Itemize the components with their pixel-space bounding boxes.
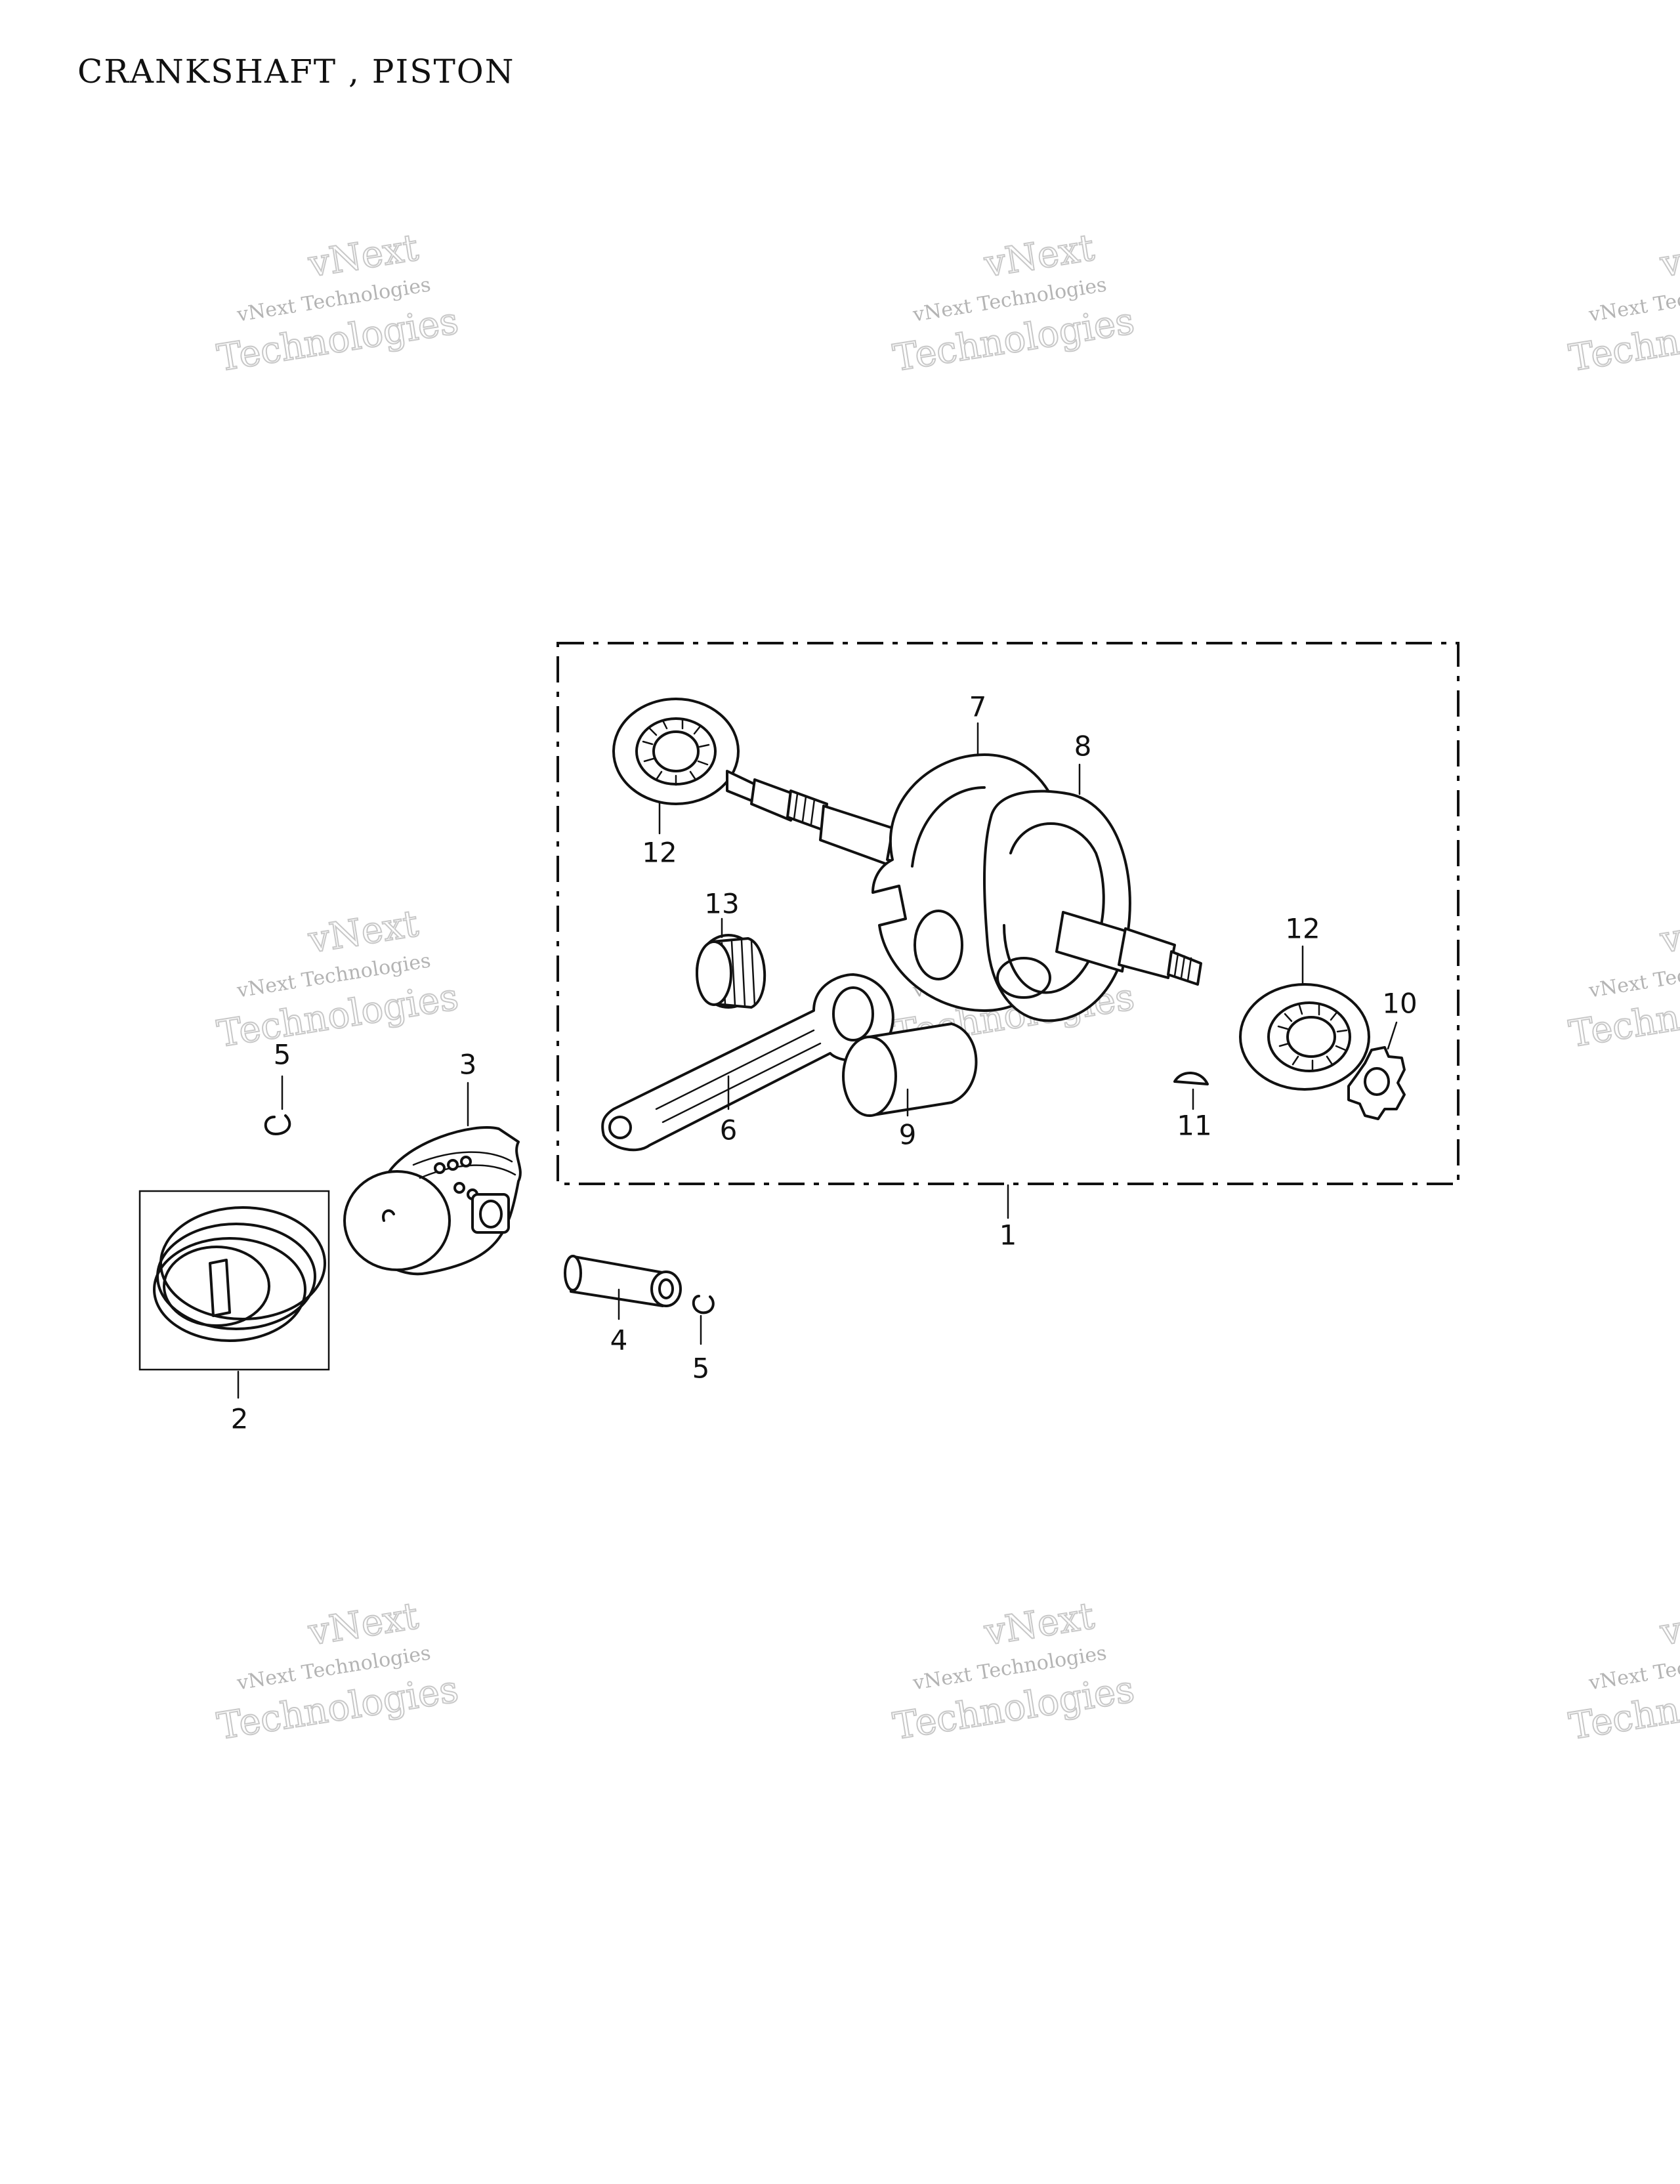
piston-pin-4 — [564, 1255, 682, 1307]
watermark: vNext vNext Technologies Technologies — [1566, 902, 1680, 1057]
woodruff-key-11 — [1173, 1072, 1209, 1085]
watermark: vNext vNext Technologies Technologies — [214, 902, 462, 1057]
callout-7: 7 — [969, 691, 987, 723]
watermark-top: vNext — [1657, 902, 1680, 962]
watermark: vNext vNext Technologies Technologies — [890, 226, 1138, 381]
crankshaft-assembly-box — [556, 642, 1460, 1185]
callout-12-right: 12 — [1285, 913, 1320, 945]
crankshaft-output-shaft — [1055, 911, 1202, 986]
watermark: vNext vNext Technologies Technologies — [1566, 1594, 1680, 1749]
callout-1: 1 — [999, 1219, 1017, 1251]
callout-2: 2 — [231, 1403, 249, 1435]
watermark: vNext vNext Technologies Technologies — [890, 1594, 1138, 1749]
watermark: vNext vNext Technologies Technologies — [214, 226, 462, 381]
watermark: vNext vNext Technologies Technologies — [214, 1594, 462, 1749]
callout-12-left: 12 — [642, 837, 677, 869]
sprocket-10 — [1347, 1046, 1406, 1120]
watermark: vNext vNext Technologies Technologies — [1566, 226, 1680, 381]
callout-5-upper: 5 — [274, 1039, 291, 1071]
crank-web-8 — [983, 789, 1131, 1022]
callout-6: 6 — [720, 1114, 738, 1146]
bearing-left — [612, 698, 740, 805]
callout-9: 9 — [899, 1119, 917, 1151]
piston-rings-box — [138, 1190, 330, 1371]
watermark-top: vNext — [1657, 226, 1680, 286]
circlip-5-lower — [692, 1295, 715, 1314]
crank-pin-face — [996, 957, 1051, 999]
callout-5-lower: 5 — [692, 1353, 710, 1385]
callout-4: 4 — [610, 1324, 628, 1356]
watermark-top: vNext — [1657, 1595, 1680, 1654]
piston-3 — [343, 1126, 522, 1276]
callout-13: 13 — [704, 888, 739, 920]
leader-line-10 — [1387, 1021, 1398, 1050]
circlip-5-upper — [264, 1114, 291, 1135]
callout-3: 3 — [459, 1049, 477, 1081]
callout-8: 8 — [1074, 730, 1092, 763]
page-title: CRANKSHAFT , PISTON — [77, 52, 515, 91]
crank-pin-bore — [914, 910, 963, 980]
crank-pin-9 — [842, 1022, 978, 1117]
bearing-right — [1239, 983, 1370, 1091]
piston-rings-2 — [153, 1206, 326, 1342]
callout-10: 10 — [1382, 988, 1417, 1020]
needle-bearing-13 — [696, 934, 766, 1009]
callout-11: 11 — [1177, 1110, 1211, 1142]
